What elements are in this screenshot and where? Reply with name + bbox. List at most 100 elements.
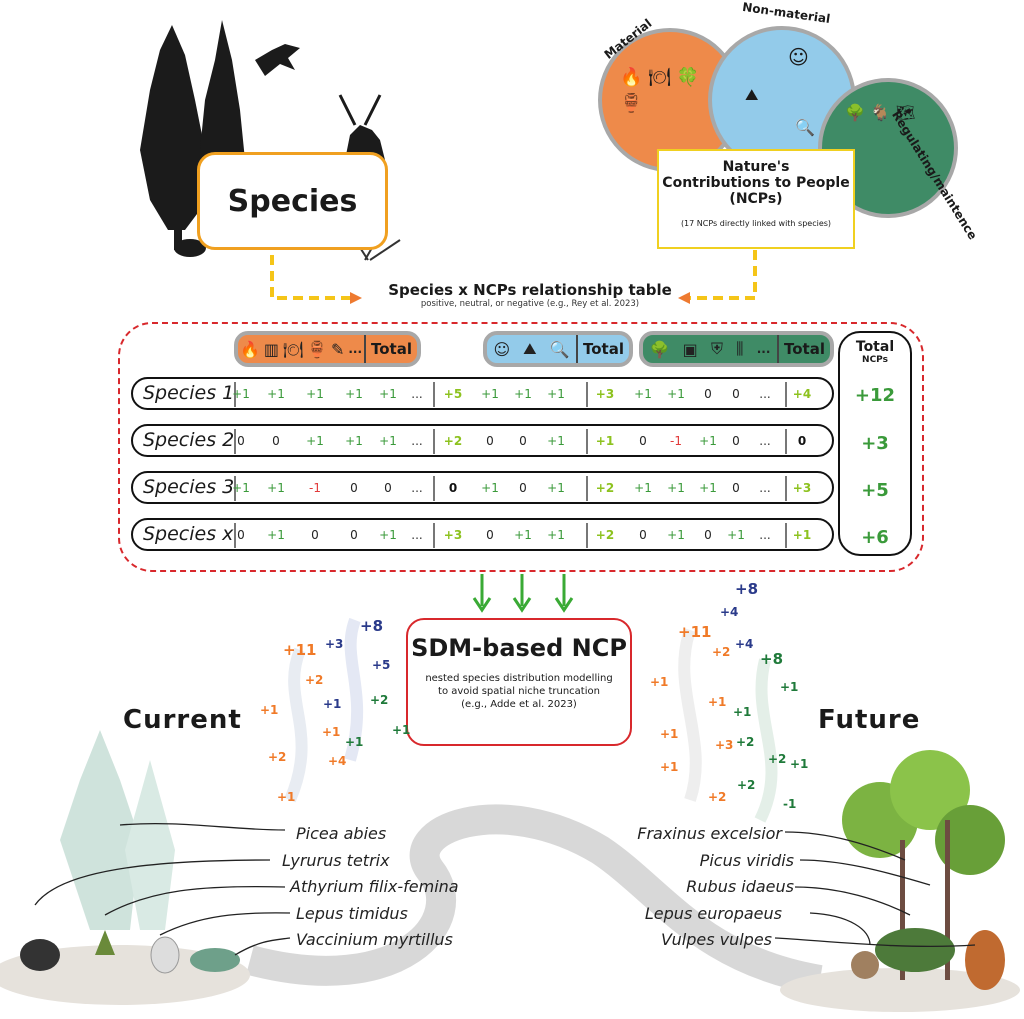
ellipsis: ... <box>759 434 771 448</box>
species-box: Species <box>197 152 388 250</box>
current-species: Lepus timidus <box>296 903 408 923</box>
future-species: Rubus idaeus <box>686 877 794 896</box>
ncp-value: 0 <box>639 528 647 542</box>
species-label: Species <box>227 183 358 219</box>
column-divider <box>586 382 588 407</box>
ncp-value: +1 <box>306 434 324 448</box>
total-ncps-value: +12 <box>854 385 896 406</box>
regulating-header-icons: 🌳▣⛨⫼... <box>643 339 777 359</box>
regulating-total: +4 <box>792 387 812 401</box>
ncp-value: +1 <box>481 481 499 495</box>
landscape-icon: ⛰ <box>745 85 759 104</box>
column-divider <box>586 523 588 548</box>
ncp-value: 0 <box>704 528 712 542</box>
ncp-value: +1 <box>514 387 532 401</box>
future-species: Fraxinus excelsior <box>637 824 782 843</box>
current-species: Athyrium filix-femina <box>290 877 459 896</box>
material-total: 0 <box>448 481 458 495</box>
ncp-score: +4 <box>735 637 754 651</box>
ncp-value: 0 <box>384 481 392 495</box>
ncp-value: +1 <box>699 434 717 448</box>
total-ncps-header: Total <box>855 339 895 355</box>
down-arrows <box>472 574 574 613</box>
ncp-score: +2 <box>708 790 727 804</box>
ncp-score: +8 <box>360 617 384 635</box>
material-header-icons: 🔥▥🍽🏺✎... <box>238 340 364 359</box>
total-ncps-value: +6 <box>861 527 889 548</box>
regulating-total-header: Total <box>777 335 830 363</box>
jar-icon: 🏺 <box>307 339 328 359</box>
ncp-value: 0 <box>519 434 527 448</box>
ncp-score: +1 <box>392 723 411 737</box>
ncp-value: 0 <box>486 434 494 448</box>
current-landscape <box>0 730 250 1005</box>
map-icon: ▣ <box>682 339 698 359</box>
non-material-total: +2 <box>595 528 615 542</box>
species-name: Species 2 <box>143 429 235 451</box>
ncp-value: 0 <box>237 528 245 542</box>
ncp-title-line: Nature's <box>722 159 790 175</box>
regulating-total: +1 <box>792 528 812 542</box>
future-species: Picus viridis <box>699 850 794 870</box>
ellipsis: ... <box>411 434 423 448</box>
ncp-score: +2 <box>736 735 755 749</box>
material-header: 🔥▥🍽🏺✎... Total <box>234 331 421 367</box>
material-total-header: Total <box>364 335 417 363</box>
total-ncps-subheader: NCPs <box>862 355 888 365</box>
sdm-line: (e.g., Adde et al. 2023) <box>461 699 577 710</box>
ncp-score: +2 <box>305 673 324 687</box>
ncp-score: +4 <box>720 605 739 619</box>
ncp-value: +1 <box>547 434 565 448</box>
ncp-score: +1 <box>790 757 809 771</box>
non-material-total: +2 <box>595 481 615 495</box>
ncp-value: +1 <box>267 387 285 401</box>
ncp-value: +1 <box>634 481 652 495</box>
ncp-value: +1 <box>379 528 397 542</box>
ncp-value: 0 <box>732 481 740 495</box>
sdm-line: nested species distribution modelling <box>425 673 613 684</box>
non-material-total-header: Total <box>576 335 629 363</box>
ncp-note: (17 NCPs directly linked with species) <box>680 219 832 228</box>
table-frame <box>118 322 924 572</box>
ncp-score: -1 <box>783 797 797 811</box>
ncp-value: 0 <box>732 387 740 401</box>
column-divider <box>433 523 435 548</box>
ncp-score: +1 <box>650 675 669 689</box>
ncp-score: +5 <box>372 658 391 672</box>
ncp-score: +2 <box>712 645 731 659</box>
sdm-line: to avoid spatial niche truncation <box>438 686 600 697</box>
future-species-list: Fraxinus excelsior Picus viridis Rubus i… <box>560 821 794 954</box>
ncp-value: +1 <box>547 528 565 542</box>
ncp-value: +1 <box>699 481 717 495</box>
relationship-subtitle: positive, neutral, or negative (e.g., Re… <box>420 299 640 309</box>
ncp-value: 0 <box>272 434 280 448</box>
column-divider <box>433 476 435 501</box>
ncp-value: +1 <box>547 481 565 495</box>
non-material-header-icons: ☺⛰🔍 <box>487 339 576 359</box>
ncp-score: +1 <box>708 695 727 709</box>
ncp-score: +1 <box>277 790 296 804</box>
column-divider <box>433 382 435 407</box>
ncp-score: +11 <box>678 623 712 641</box>
ncp-score: +4 <box>328 754 347 768</box>
ncp-value: -1 <box>670 434 682 448</box>
sdm-title: SDM-based NCP <box>411 634 627 662</box>
ncp-value: 0 <box>350 481 358 495</box>
ncp-score: +1 <box>660 760 679 774</box>
future-leader-lines <box>774 831 976 948</box>
total-ncps-column: Total NCPs +12 +3 +5 +6 <box>838 331 912 556</box>
column-divider <box>234 382 236 407</box>
future-species: Vulpes vulpes <box>660 930 772 949</box>
regulating-header: 🌳▣⛨⫼... Total <box>639 331 834 367</box>
ncp-value: +1 <box>345 434 363 448</box>
ncp-score: +1 <box>323 697 342 711</box>
ncp-value: +1 <box>379 387 397 401</box>
ncp-value: +1 <box>345 387 363 401</box>
ncp-value: +1 <box>667 387 685 401</box>
ncp-value: 0 <box>519 481 527 495</box>
ncp-title-line: Contributions to People <box>662 175 850 191</box>
ncp-value: +1 <box>232 387 250 401</box>
ncp-value: +1 <box>514 528 532 542</box>
time-swirl <box>246 804 823 995</box>
